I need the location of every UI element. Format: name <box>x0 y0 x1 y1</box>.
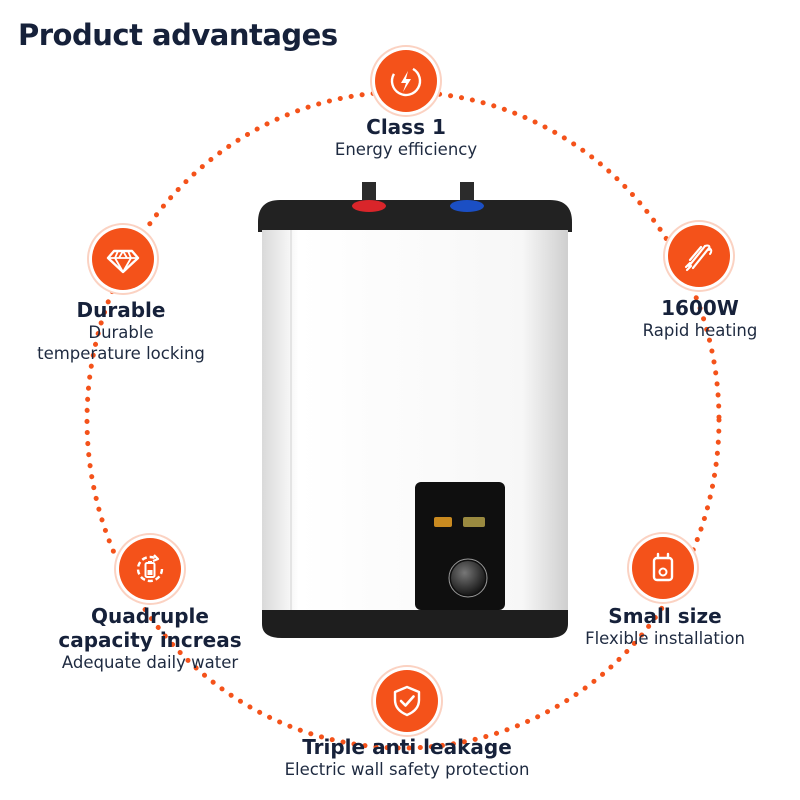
feature-desc: Electric wall safety protection <box>284 760 530 779</box>
feature-size: Small size Flexible installation <box>565 604 765 649</box>
feature-title-line2: capacity increas <box>58 628 242 652</box>
feature-power: 1600W Rapid heating <box>605 296 795 341</box>
leakage-badge <box>376 670 438 732</box>
feature-title: Class 1 <box>366 115 446 139</box>
feature-desc: Energy efficiency <box>334 140 478 159</box>
heating-element-icon <box>684 244 713 272</box>
feature-title: Durable <box>76 298 166 322</box>
feature-title: Quadruple <box>91 604 209 628</box>
feature-desc: temperature locking <box>37 344 205 363</box>
size-badge <box>632 537 694 599</box>
feature-capacity: Quadruple capacity increas Adequate dail… <box>35 604 265 673</box>
power-badge <box>668 225 730 287</box>
battery-refresh-icon <box>136 554 164 583</box>
small-heater-icon <box>652 552 674 582</box>
feature-energy: Class 1 Energy efficiency <box>306 115 506 160</box>
shield-check-icon <box>393 685 421 717</box>
feature-desc: Rapid heating <box>642 321 758 340</box>
energy-bolt-icon <box>390 65 422 97</box>
feature-durable: Durable Durable temperature locking <box>10 298 232 364</box>
page-title: Product advantages <box>18 18 338 52</box>
feature-title: Small size <box>608 604 722 628</box>
feature-desc: Adequate daily water <box>61 653 239 672</box>
feature-desc: Flexible installation <box>585 629 745 648</box>
feature-desc: Durable <box>88 323 154 342</box>
feature-title: Triple anti leakage <box>302 735 512 759</box>
energy-badge <box>375 50 437 112</box>
feature-leakage: Triple anti leakage Electric wall safety… <box>252 735 562 780</box>
durable-badge <box>92 228 154 290</box>
water-heater-image <box>258 182 572 638</box>
diamond-icon <box>106 249 140 274</box>
feature-title: 1600W <box>661 296 739 320</box>
capacity-badge <box>119 538 181 600</box>
